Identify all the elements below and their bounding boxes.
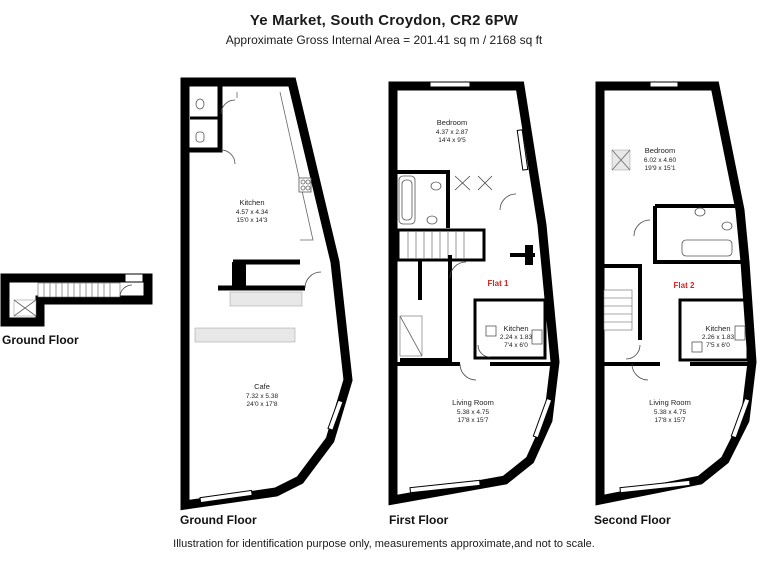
bath-icon (681, 239, 733, 257)
wc-icon (430, 181, 442, 191)
stairs-icon (399, 315, 423, 357)
second-floor-plan: Bedroom 6.02 x 4.60 19'9 x 15'1 Flat 2 K… (594, 81, 757, 527)
room-metric-cafe: 7.32 x 5.38 (246, 393, 279, 400)
door-swing-icon (220, 149, 236, 165)
door-swing-icon (449, 261, 467, 279)
wc-icon (721, 221, 733, 231)
door-swing-icon (477, 344, 491, 358)
room-name-kitchen-ff: Kitchen (503, 324, 528, 333)
ground-floor-plan: Kitchen 4.57 x 4.34 15'0 x 14'3 Cafe 7.3… (180, 77, 353, 527)
floor-label-second: Second Floor (594, 513, 671, 527)
stairs-icon (37, 282, 121, 298)
sink-icon (485, 325, 497, 337)
plan-title: Ye Market, South Croydon, CR2 6PW (249, 12, 519, 29)
hob-icon (298, 177, 312, 193)
room-imperial-bedroom-ff: 14'4 x 9'5 (438, 137, 466, 144)
floor-label-ground: Ground Floor (180, 513, 257, 527)
room-name-kitchen-sf: Kitchen (705, 324, 730, 333)
room-metric-living-sf: 5.38 x 4.75 (654, 409, 687, 416)
room-name-bedroom-sf: Bedroom (645, 146, 675, 155)
basin-icon (694, 207, 706, 217)
ground-floor-entrance-plan: Ground Floor (0, 273, 153, 347)
door-swing-icon (625, 344, 641, 360)
room-imperial-kitchen-gf: 15'0 x 14'3 (236, 217, 267, 224)
room-metric-kitchen-sf: 2.26 x 1.83 (702, 334, 735, 341)
room-metric-kitchen-ff: 2.24 x 1.83 (500, 334, 533, 341)
door-swing-icon (119, 284, 133, 298)
room-name-living-sf: Living Room (649, 398, 691, 407)
room-metric-living-ff: 5.38 x 4.75 (457, 409, 490, 416)
door-swing-icon (220, 99, 236, 115)
room-metric-kitchen-gf: 4.57 x 4.34 (236, 209, 269, 216)
room-imperial-living-ff: 17'8 x 15'7 (457, 417, 488, 424)
hob-icon (734, 325, 746, 341)
hob-icon (531, 329, 543, 345)
basin-icon (426, 215, 438, 225)
room-imperial-cafe: 24'0 x 17'8 (246, 401, 277, 408)
room-name-living-ff: Living Room (452, 398, 494, 407)
door-swing-icon (631, 363, 649, 381)
door-swing-icon (633, 219, 651, 237)
room-imperial-living-sf: 17'8 x 15'7 (654, 417, 685, 424)
room-imperial-bedroom-sf: 19'9 x 15'1 (644, 165, 675, 172)
flat-label-first: Flat 1 (488, 279, 509, 288)
stairs-icon (603, 289, 633, 331)
floor-label-first: First Floor (389, 513, 449, 527)
room-imperial-kitchen-sf: 7'5 x 6'0 (706, 342, 730, 349)
door-swing-icon (304, 271, 322, 289)
wc-icon (195, 98, 205, 143)
door-swing-icon (459, 363, 477, 381)
room-name-bedroom-ff: Bedroom (437, 118, 467, 127)
area-subtitle: Approximate Gross Internal Area = 201.41… (225, 33, 543, 47)
disclaimer-footer: Illustration for identification purpose … (173, 538, 595, 550)
room-name-kitchen-gf: Kitchen (239, 198, 264, 207)
bath-icon (398, 175, 416, 225)
room-metric-bedroom-sf: 6.02 x 4.60 (644, 157, 677, 164)
room-imperial-kitchen-ff: 7'4 x 6'0 (504, 342, 528, 349)
door-swing-icon (499, 193, 517, 211)
room-name-cafe: Cafe (254, 382, 270, 391)
flat-label-second: Flat 2 (674, 281, 695, 290)
first-floor-plan: Bedroom 4.37 x 2.87 14'4 x 9'5 Flat 1 Ki… (388, 81, 560, 527)
floor-label-ground-small: Ground Floor (2, 333, 79, 347)
sink-icon (691, 341, 703, 353)
room-metric-bedroom-ff: 4.37 x 2.87 (436, 129, 469, 136)
